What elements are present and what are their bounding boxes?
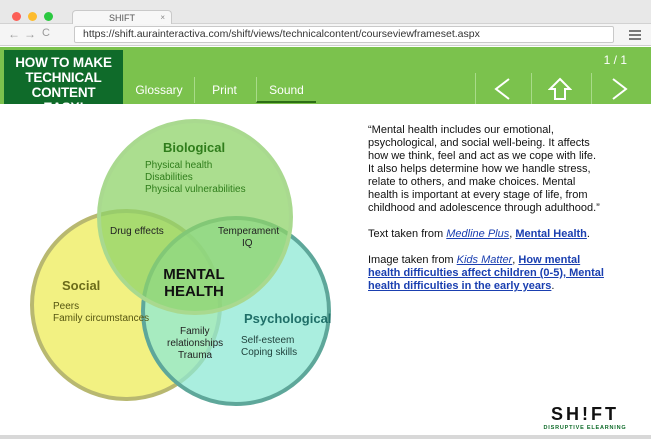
course-header: HOW TO MAKE TECHNICAL CONTENT EASY! Glos… [0,47,651,115]
arrow-right-icon [612,78,628,100]
text-column: “Mental health includes our emotional, p… [368,124,604,306]
image-separator: , [512,254,516,266]
next-button[interactable] [591,73,647,104]
sound-button[interactable]: Sound [256,77,316,103]
frame-bottom-edge [0,435,651,439]
glossary-button[interactable]: Glossary [135,83,183,97]
mental-health-difficulties-link[interactable]: How mental health difficulties affect ch… [368,254,604,292]
center-label: MENTAL HEALTH [158,266,230,300]
biological-item: Disabilities [145,172,193,183]
overlap-bio-social: Drug effects [110,226,164,237]
biological-item: Physical health [145,160,213,171]
overlap-social-psych: relationships [167,338,224,349]
tab-close-icon[interactable]: × [160,13,165,22]
medline-plus-link[interactable]: Medline Plus [446,228,510,240]
quote-paragraph: “Mental health includes our emotional, p… [368,124,600,214]
overlap-bio-psych: IQ [242,238,253,249]
browser-tab[interactable]: SHIFT × [72,10,172,25]
biological-title: Biological [163,140,226,155]
overlap-social-psych: Family [180,326,210,337]
close-window-button[interactable] [12,12,21,21]
kids-matter-link[interactable]: Kids Matter [456,254,513,266]
maximize-window-button[interactable] [44,12,53,21]
center-label-line: HEALTH [164,283,224,300]
course-logo: HOW TO MAKE TECHNICAL CONTENT EASY! [4,50,123,115]
mental-health-link[interactable]: Mental Health [515,228,587,240]
psychological-title: Psychological [244,311,332,326]
home-icon [548,77,572,100]
source-end: . [586,228,590,240]
social-item: Peers [53,301,80,312]
psychological-item: Self-esteem [241,335,295,346]
biological-item: Physical vulnerabilities [145,184,246,195]
social-title: Social [62,278,101,293]
hamburger-menu-icon[interactable] [629,30,641,40]
print-button[interactable]: Print [194,77,254,103]
source-prefix: Text taken from [368,228,444,240]
url-input[interactable]: https://shift.aurainteractiva.com/shift/… [74,26,614,43]
tab-title: SHIFT [109,13,135,23]
address-bar: ← → C https://shift.aurainteractiva.com/… [0,24,651,46]
center-label-line: MENTAL [163,266,225,283]
source-separator: , [509,228,513,240]
reload-icon[interactable]: C [42,27,50,39]
psychological-item: Coping skills [241,347,298,358]
home-button[interactable] [531,73,587,104]
brand-logo: SH!FT [551,404,619,424]
social-item: Family circumstances [53,313,150,324]
minimize-window-button[interactable] [28,12,37,21]
back-arrow-icon[interactable]: ← [8,27,20,41]
text-source: Text taken from Medline Plus, Mental Hea… [368,228,604,241]
shift-brand: SH!FT DISRUPTIVE ELEARNING [540,404,630,431]
venn-diagram [30,119,331,406]
overlap-bio-psych: Temperament [218,226,280,237]
page-counter: 1 / 1 [603,53,627,67]
previous-button[interactable] [475,73,531,104]
arrow-left-icon [494,78,510,100]
logo-line: TECHNICAL CONTENT [25,70,102,100]
image-source: Image taken from Kids Matter, How mental… [368,254,604,293]
biological-circle [97,119,293,315]
forward-arrow-icon[interactable]: → [24,27,36,41]
image-end: . [551,280,555,292]
logo-line: HOW TO MAKE [15,55,112,70]
brand-tagline: DISRUPTIVE ELEARNING [543,425,627,431]
image-prefix: Image taken from [368,254,454,266]
overlap-social-psych: Trauma [178,350,213,361]
browser-titlebar: SHIFT × [0,0,651,25]
content-area: Biological Physical health Disabilities … [0,104,651,439]
